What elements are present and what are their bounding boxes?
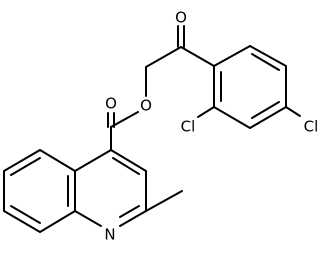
bond-benzo-2 bbox=[3, 149, 41, 172]
bond-ketone-aryl bbox=[180, 46, 215, 67]
bond-ketone-ch2 bbox=[145, 46, 182, 68]
bond-pyr-6 bbox=[74, 149, 112, 172]
ester-oxygen-label: O bbox=[140, 97, 152, 115]
chlorine-ortho-label: Cl bbox=[181, 118, 196, 136]
bond-benzo-1 bbox=[39, 149, 76, 172]
bond-benzo-5 bbox=[39, 210, 76, 233]
bond-aryl-inner-1 bbox=[251, 53, 280, 71]
bond-benzo-inner-1 bbox=[10, 157, 41, 176]
bond-aryl-4 bbox=[249, 106, 287, 129]
bond-pyr-4 bbox=[74, 210, 102, 227]
bond-pyr-3 bbox=[119, 210, 147, 227]
bond-pyr-inner-2 bbox=[119, 205, 140, 218]
bond-aryl-cl-para bbox=[285, 106, 301, 117]
chlorine-para-label: Cl bbox=[304, 118, 319, 136]
bond-methyl bbox=[145, 190, 183, 212]
bond-aryl-1 bbox=[213, 45, 251, 67]
bond-pyr-inner-1 bbox=[112, 157, 140, 175]
bond-pyr-1 bbox=[110, 149, 147, 172]
bond-benzo-inner-2 bbox=[10, 205, 41, 224]
ketone-oxygen-label: O bbox=[175, 9, 187, 27]
bond-aryl-2 bbox=[249, 45, 287, 67]
bond-aryl-cl-ortho bbox=[197, 106, 215, 118]
carbonyl-oxygen-label: O bbox=[105, 95, 117, 113]
bond-benzo-4 bbox=[3, 210, 41, 233]
ring-nitrogen-label: N bbox=[104, 226, 115, 244]
bond-aryl-inner-2 bbox=[251, 101, 280, 119]
bond-aryl-5 bbox=[213, 106, 251, 129]
bond-oester-cester bbox=[110, 111, 139, 128]
